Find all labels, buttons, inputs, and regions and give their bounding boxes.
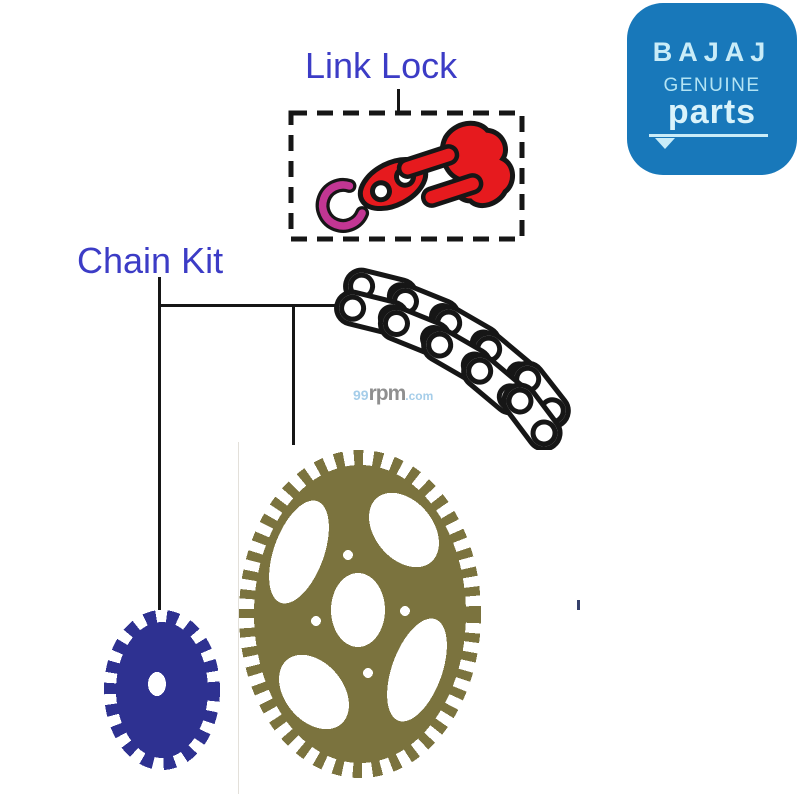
watermark-com: .com [405, 389, 434, 403]
rear-sprocket-cutouts [269, 492, 447, 730]
front-sprocket-center-hole [148, 672, 166, 696]
front-sprocket-illustration [104, 610, 220, 770]
rear-sprocket-center-hole [331, 573, 385, 647]
stray-mark [577, 600, 580, 610]
chain-illustration [330, 255, 585, 450]
master-link-icon [396, 120, 516, 209]
bajaj-logo-underline [649, 134, 768, 137]
sprocket-branch-line [292, 304, 295, 445]
rear-sprocket-illustration [239, 450, 481, 778]
bajaj-logo-brand: BAJAJ [652, 37, 772, 67]
chain-kit-label: Chain Kit [77, 240, 224, 281]
bajaj-logo-arrow-icon [655, 138, 675, 149]
watermark-rpm: rpm [368, 382, 407, 405]
link-lock-connector-line [397, 89, 400, 114]
link-lock-label: Link Lock [305, 45, 458, 86]
clip-icon [315, 177, 370, 233]
chain-kit-horizontal-line [158, 304, 342, 307]
watermark-99: 99 [353, 387, 369, 403]
chain-kit-vertical-line [158, 277, 161, 610]
front-sprocket-teeth [104, 610, 220, 770]
dashed-box [288, 110, 525, 242]
bajaj-logo-parts: parts [667, 93, 757, 131]
image-seam [238, 442, 239, 794]
watermark: 99rpm.com [353, 383, 433, 404]
rear-sprocket-teeth [239, 450, 481, 778]
bajaj-logo: BAJAJ GENUINE parts [627, 3, 797, 175]
link-lock-illustration [288, 110, 525, 242]
bajaj-logo-genuine: GENUINE [663, 75, 761, 96]
